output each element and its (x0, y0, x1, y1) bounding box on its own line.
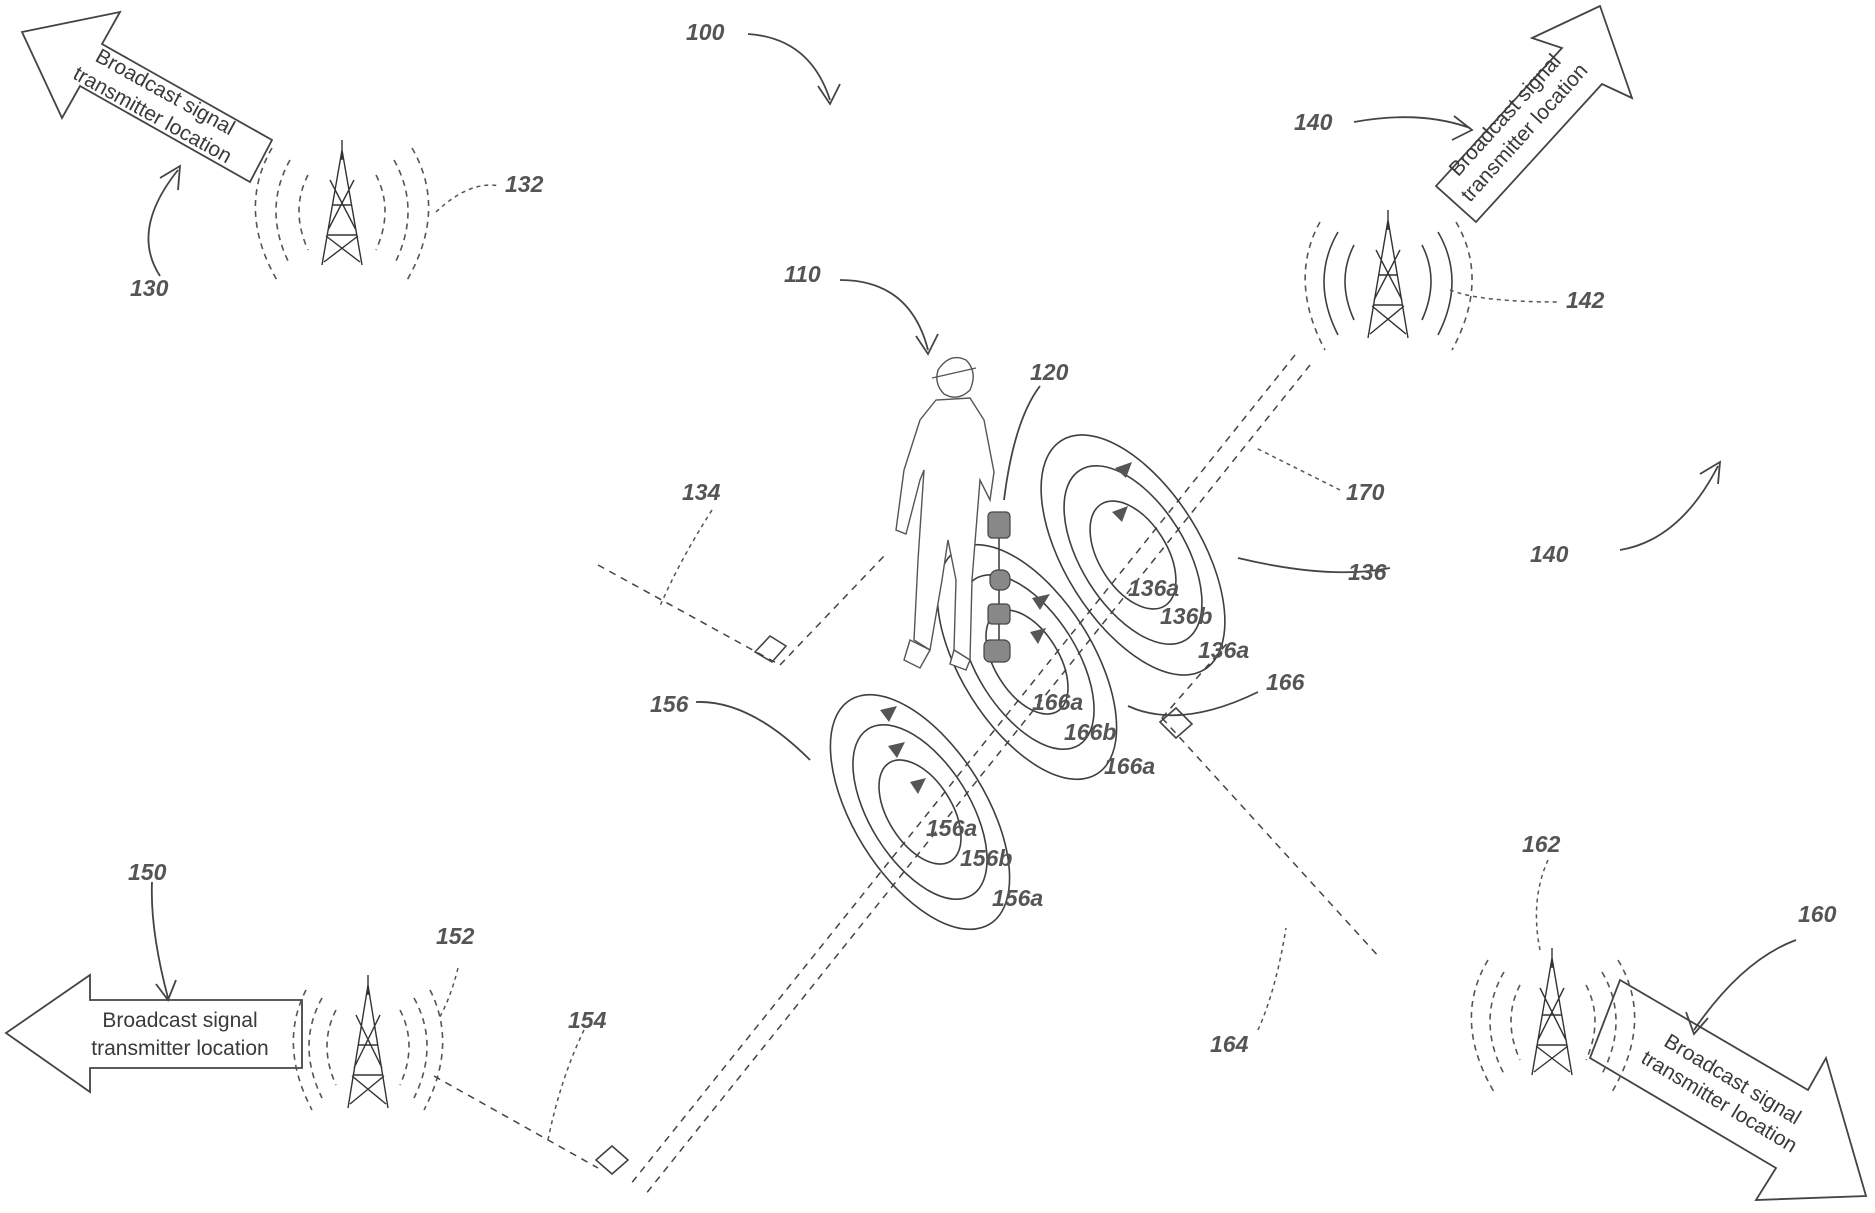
ref-100: 100 (686, 19, 725, 45)
ref-140-top: 140 (1294, 109, 1333, 135)
transmitter-direction-arrow-bottom-right: Broadcast signal transmitter location (1590, 980, 1866, 1200)
ref-166: 166 (1266, 669, 1305, 695)
ref-152: 152 (436, 923, 475, 949)
transmitter-direction-arrow-top-right: Broadcast signal transmitter location (1436, 6, 1632, 222)
ref-164: 164 (1210, 1031, 1249, 1057)
operator-person (896, 358, 994, 670)
transmitter-direction-arrow-bottom-left: Broadcast signal transmitter location (6, 975, 302, 1092)
ref-156a-outer: 156a (992, 885, 1043, 911)
ref-166b: 166b (1064, 719, 1116, 745)
ref-140-right: 140 (1530, 541, 1569, 567)
transmitter-direction-arrow-top-left: Broadcast signal transmitter location (22, 12, 272, 182)
ref-170: 170 (1346, 479, 1385, 505)
signal-waves-150 (293, 990, 442, 1110)
ref-130: 130 (130, 275, 169, 301)
transmitter-tower-140 (1368, 210, 1408, 338)
ref-134: 134 (682, 479, 721, 505)
arrow-label-line-1: Broadcast signal (102, 1009, 257, 1032)
ref-150: 150 (128, 859, 167, 885)
ref-166a-inner: 166a (1032, 689, 1083, 715)
ref-162: 162 (1522, 831, 1561, 857)
signal-waves-130 (255, 148, 428, 282)
arrow-label-line-2: transmitter location (91, 1037, 268, 1060)
ref-132: 132 (505, 171, 544, 197)
locator-device (984, 512, 1010, 662)
ref-136b: 136b (1160, 603, 1212, 629)
ref-110: 110 (784, 261, 821, 287)
ref-154: 154 (568, 1007, 607, 1033)
ref-160: 160 (1798, 901, 1837, 927)
ref-156a-inner: 156a (926, 815, 977, 841)
ref-136a-outer: 136a (1198, 637, 1249, 663)
ref-156b: 156b (960, 845, 1012, 871)
signal-waves-140 (1305, 222, 1472, 350)
transmitter-tower-150 (348, 975, 388, 1108)
ref-156: 156 (650, 691, 689, 717)
reference-labels: 100 110 120 130 132 134 136 136a 136b 13… (128, 19, 1837, 1057)
ref-120: 120 (1030, 359, 1069, 385)
ref-136: 136 (1348, 559, 1387, 585)
field-loops-156 (794, 665, 1046, 959)
ref-136a-inner: 136a (1128, 575, 1179, 601)
transmitter-tower-160 (1532, 948, 1572, 1075)
ref-142: 142 (1566, 287, 1605, 313)
transmitter-tower-130 (322, 140, 362, 265)
ref-166a-outer: 166a (1104, 753, 1155, 779)
